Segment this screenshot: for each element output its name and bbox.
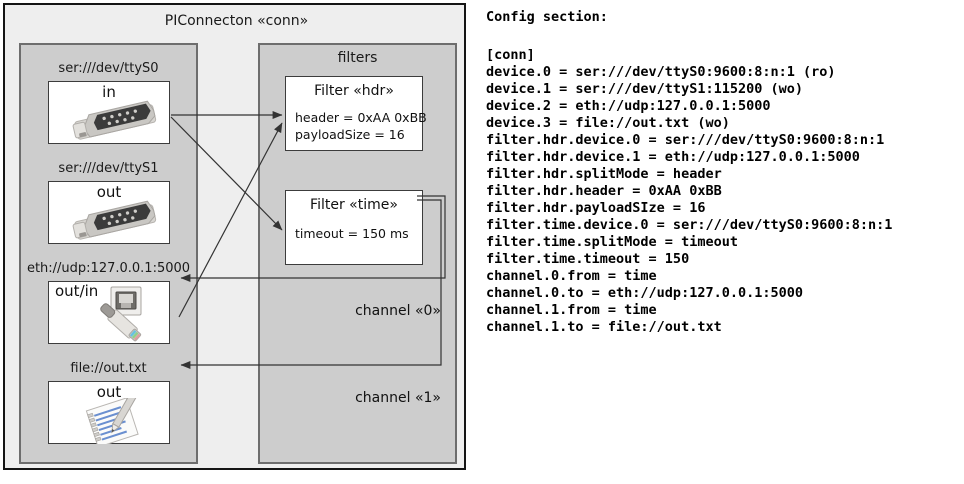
serial-port-icon [69,99,161,143]
diagram-title: PIConnecton «conn» [164,13,309,29]
device-label-eth: out/in [55,282,99,300]
device-caption-eth: eth://udp:127.0.0.1:5000 [26,261,191,276]
filters-panel-title: filters [337,50,378,66]
connector-diagram-frame: PIConnecton «conn» ser:///dev/ttyS0 in [3,3,466,470]
filter-hdr-prop-header: header = 0xAA 0xBB [295,110,427,125]
filter-box-hdr[interactable]: Filter «hdr» header = 0xAA 0xBB payloadS… [285,76,427,151]
device-box-eth[interactable]: out/in [48,281,170,344]
device-caption-ttys0: ser:///dev/ttyS0 [58,61,159,76]
filter-time-prop-timeout: timeout = 150 ms [295,226,409,241]
serial-port-icon [69,199,161,243]
channel-0-label: channel «0» [355,303,441,319]
device-box-file[interactable]: out [48,381,170,448]
filter-box-time[interactable]: Filter «time» timeout = 150 ms [285,190,423,265]
device-caption-file: file://out.txt [70,361,147,376]
device-box-ttys0[interactable]: in [48,81,170,144]
device-label-ttys0: in [102,83,116,101]
filter-time-title: Filter «time» [310,197,398,213]
device-label-ttys1: out [96,183,122,201]
text-file-icon [79,393,155,448]
config-text: [conn] device.0 = ser:///dev/ttyS0:9600:… [486,47,893,335]
filter-hdr-prop-payloadsize: payloadSize = 16 [295,127,405,142]
device-caption-ttys1: ser:///dev/ttyS1 [58,161,159,176]
config-section: Config section: [conn] device.0 = ser://… [482,0,964,484]
device-box-ttys1[interactable]: out [48,181,170,244]
channel-1-label: channel «1» [355,390,441,406]
ethernet-socket-icon [95,285,167,343]
config-heading: Config section: [486,9,608,25]
device-label-file: out [96,383,122,401]
filter-hdr-title: Filter «hdr» [314,83,394,99]
devices-panel: ser:///dev/ttyS0 in [19,43,198,464]
filters-panel: filters Filter «hdr» header = 0xAA 0xBB … [258,43,457,464]
